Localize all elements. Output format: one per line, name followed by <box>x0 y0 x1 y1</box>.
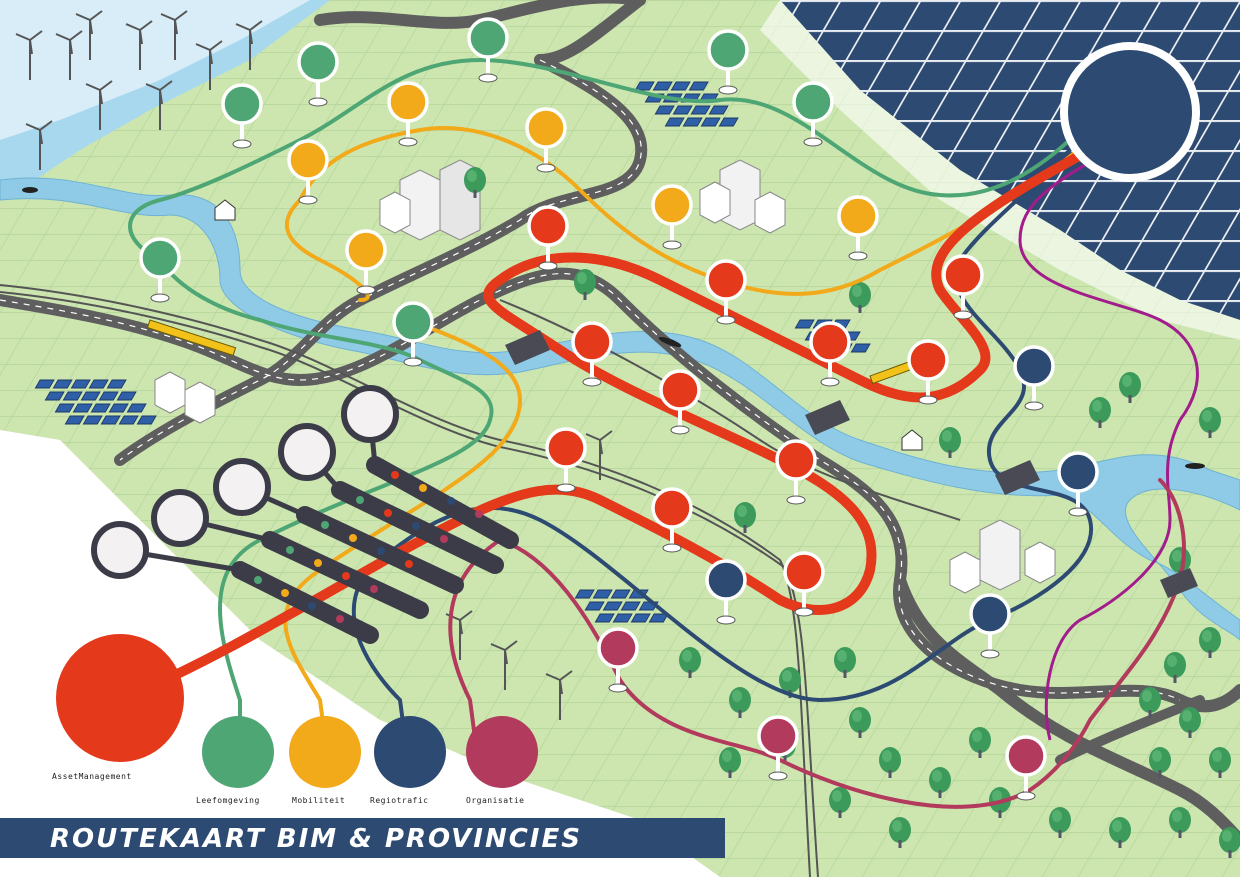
station-pin <box>527 205 569 271</box>
green-route <box>128 58 1082 262</box>
boat-icon <box>22 187 1205 469</box>
station-pin <box>809 321 851 387</box>
station-pin <box>1013 345 1055 411</box>
endpoint-circle <box>1060 42 1200 182</box>
station-pin <box>942 254 984 320</box>
station-pin <box>651 487 693 553</box>
station-pin <box>659 369 701 435</box>
bridge-icon <box>505 330 1198 598</box>
station-pin <box>387 81 429 147</box>
station-pin <box>969 593 1011 659</box>
station-pin <box>707 29 749 95</box>
house-icon <box>214 199 923 451</box>
legend-label-leefomgeving: Leefomgeving <box>196 796 260 805</box>
station-pin <box>287 139 329 205</box>
legend-empty-circles <box>91 385 399 579</box>
station-pin <box>705 259 747 325</box>
station-pin <box>757 715 799 781</box>
title-banner <box>0 818 725 858</box>
legend-dot-organisatie <box>466 716 538 788</box>
station-pin <box>783 551 825 617</box>
station-pin <box>1057 451 1099 517</box>
station-pin <box>651 184 693 250</box>
legend-label-organisatie: Organisatie <box>466 796 525 805</box>
station-pin <box>139 237 181 303</box>
station-pin <box>907 339 949 405</box>
page-title: ROUTEKAART BIM & PROVINCIES <box>50 824 582 854</box>
legend-label-assetmanagement: AssetManagement <box>52 772 132 781</box>
legend-label-mobiliteit: Mobiliteit <box>292 796 346 805</box>
station-pin <box>467 17 509 83</box>
station-pin <box>837 195 879 261</box>
station-pin <box>1005 735 1047 801</box>
station-pin <box>775 439 817 505</box>
legend-dot-leefomgeving <box>202 716 274 788</box>
station-pin <box>545 427 587 493</box>
station-pin <box>705 559 747 625</box>
station-pin <box>571 321 613 387</box>
station-pin <box>345 229 387 295</box>
station-pins <box>139 17 1099 801</box>
station-pin <box>297 41 339 107</box>
purple-route <box>1018 148 1199 741</box>
station-pin <box>392 301 434 367</box>
white-area <box>0 430 720 877</box>
yellow-route <box>284 126 1092 302</box>
station-pin <box>525 107 567 173</box>
legend-dot-assetmanagement <box>56 634 184 762</box>
station-pin <box>221 83 263 149</box>
legend-dot-regiotrafic <box>374 716 446 788</box>
station-pin <box>597 627 639 693</box>
station-pin <box>792 81 834 147</box>
legend-lights <box>254 471 483 623</box>
legend-label-regiotrafic: Regiotrafic <box>370 796 429 805</box>
legend-dot-mobiliteit <box>289 716 361 788</box>
